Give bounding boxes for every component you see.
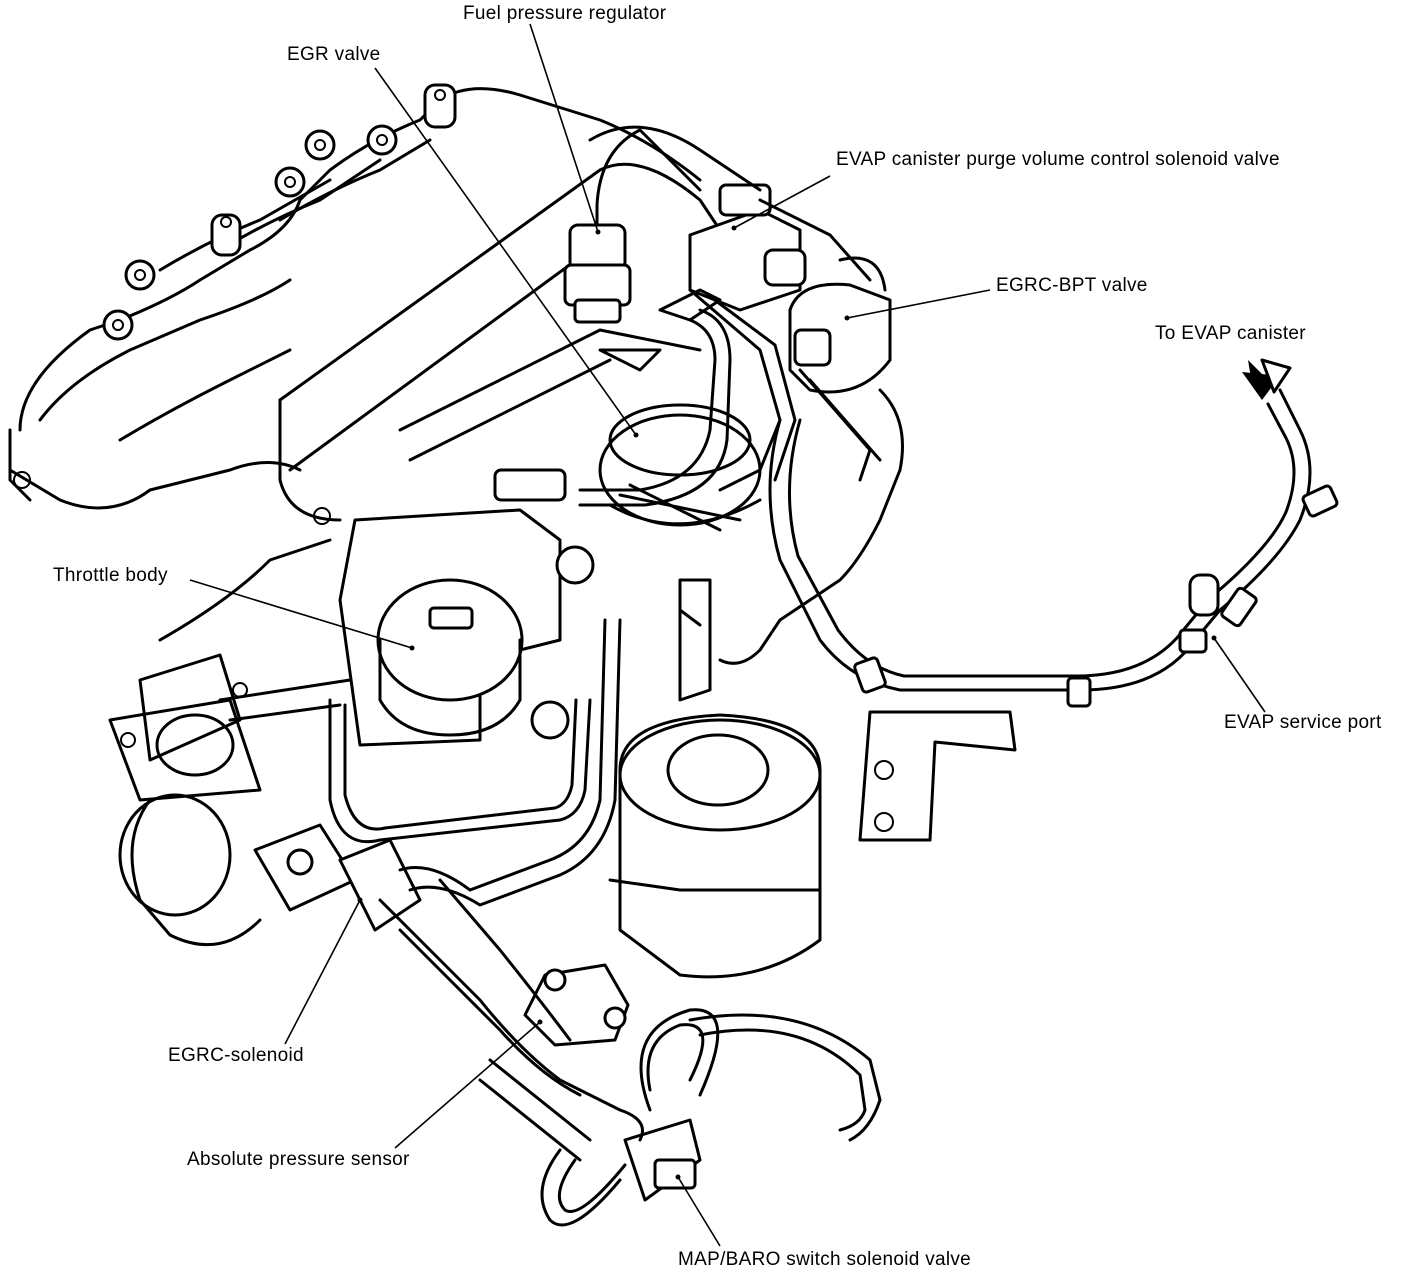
label-absolute-pressure-sensor: Absolute pressure sensor <box>187 1149 410 1170</box>
evap-purge-solenoid <box>688 183 872 312</box>
label-to-evap-canister: To EVAP canister <box>1155 323 1306 344</box>
throttle-body <box>338 468 595 747</box>
egr-valve <box>598 403 762 532</box>
label-egrc-bpt-valve: EGRC-BPT valve <box>996 275 1148 296</box>
label-throttle-body: Throttle body <box>53 565 168 586</box>
lower-left-flange <box>108 538 352 947</box>
egrc-solenoid <box>253 823 422 932</box>
evap-canister-hose <box>768 358 1339 708</box>
fuel-pressure-regulator <box>563 128 702 324</box>
label-egr-valve: EGR valve <box>287 44 381 65</box>
engine-right-outline <box>588 125 904 665</box>
egrc-bpt-valve <box>788 256 892 394</box>
label-egrc-solenoid: EGRC-solenoid <box>168 1045 304 1066</box>
map-baro-switch-valve <box>623 1118 702 1202</box>
label-evap-service-port: EVAP service port <box>1224 712 1382 733</box>
canister-cylinder <box>608 578 822 979</box>
vacuum-hoses-lower <box>328 618 882 1227</box>
leader-lines <box>189 23 1266 1247</box>
mounting-bracket <box>858 710 1017 842</box>
label-map-baro-switch: MAP/BARO switch solenoid valve <box>678 1249 972 1270</box>
label-fuel-pressure-regulator: Fuel pressure regulator <box>463 3 667 24</box>
label-evap-purge-solenoid: EVAP canister purge volume control solen… <box>836 149 1280 170</box>
absolute-pressure-sensor <box>523 963 630 1047</box>
intake-manifold <box>8 83 702 525</box>
